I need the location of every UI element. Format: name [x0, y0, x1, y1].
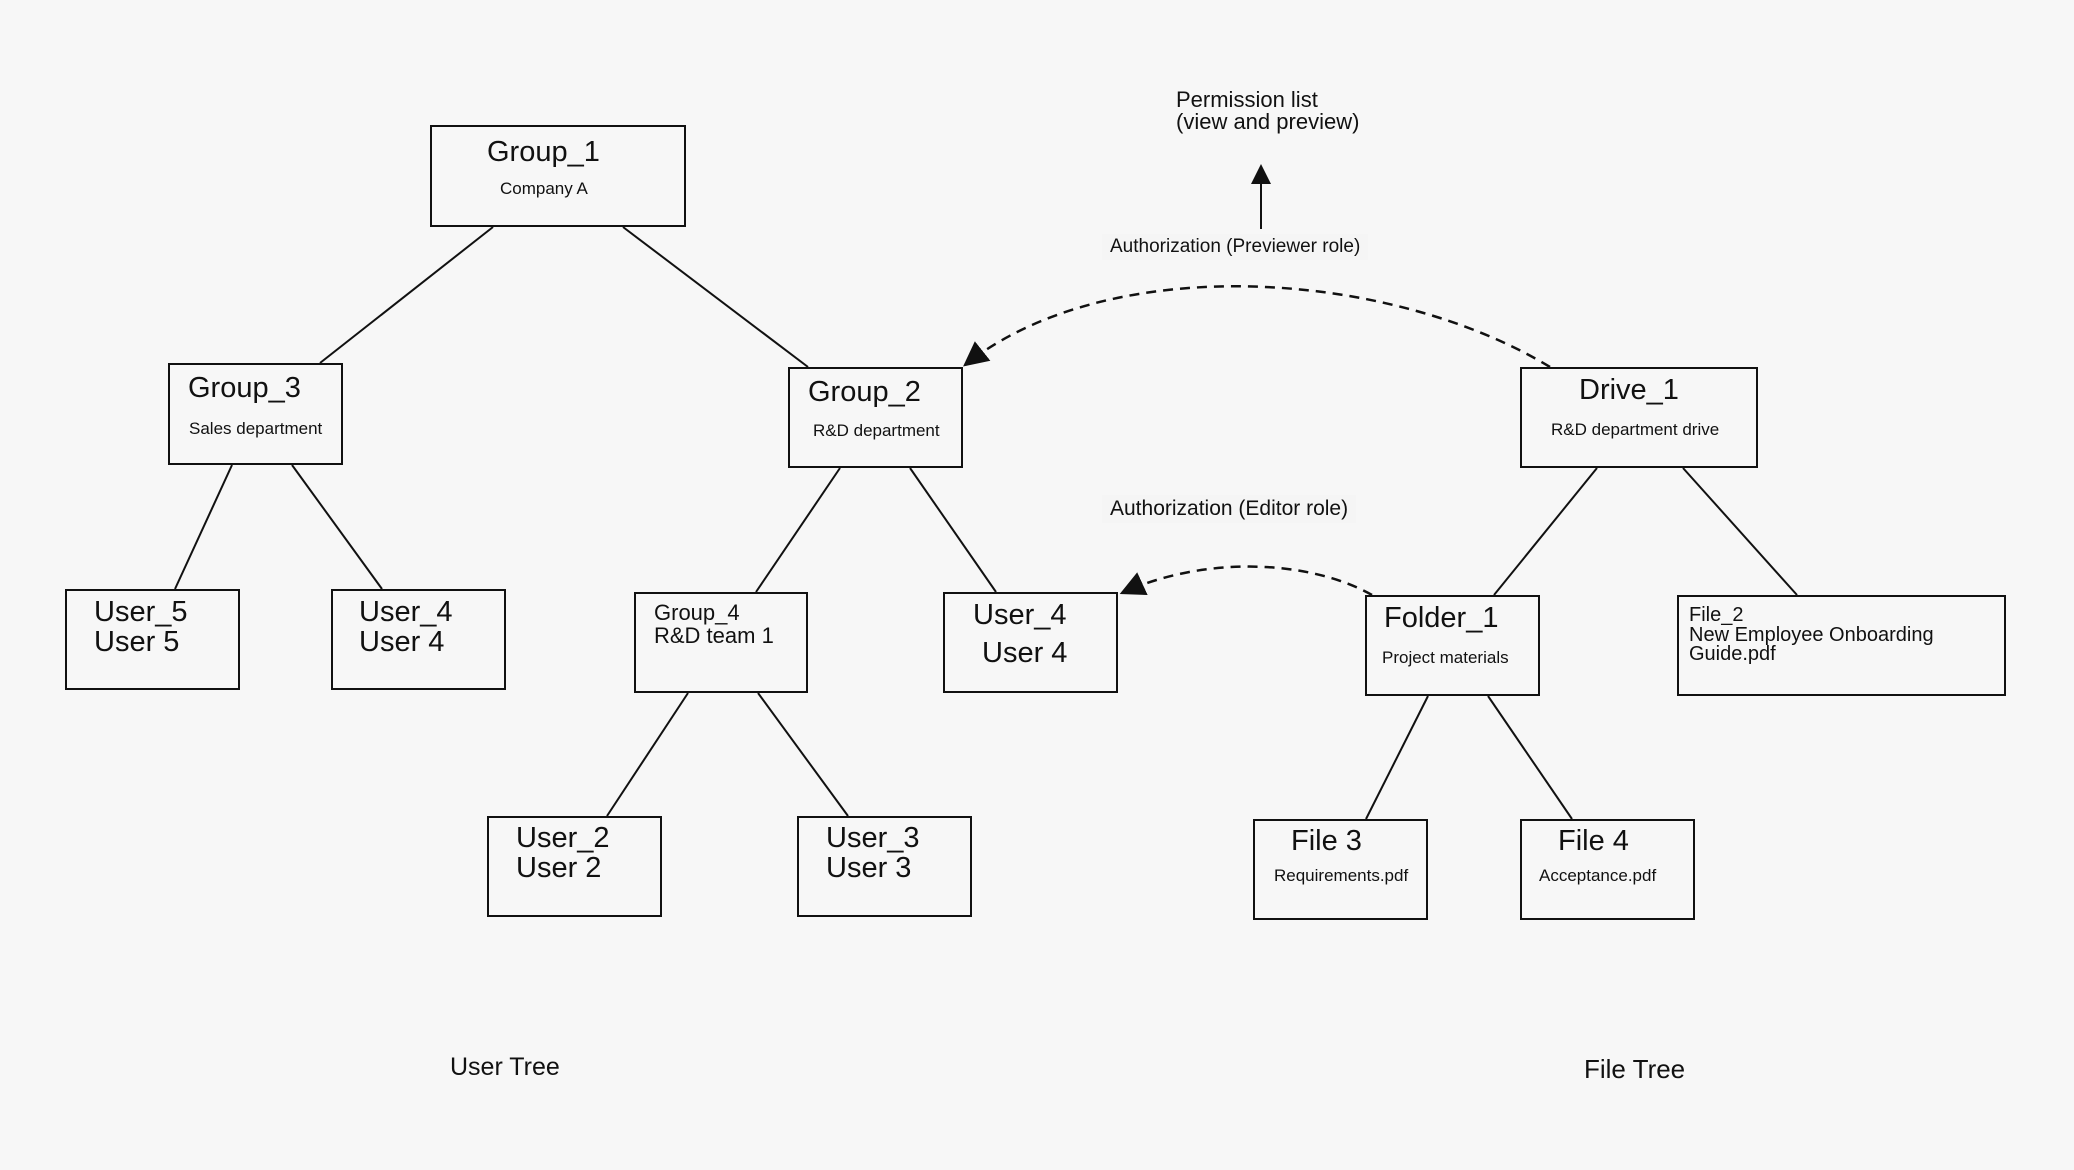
file4-subtitle: Acceptance.pdf	[1539, 866, 1657, 885]
file3-node[interactable]: File 3 Requirements.pdf	[1253, 819, 1428, 920]
file2-line3: Guide.pdf	[1689, 643, 1776, 665]
folder1-title: Folder_1	[1384, 602, 1499, 634]
user5-line2: User 5	[94, 626, 180, 658]
edge-folder1-file3	[1365, 695, 1429, 820]
group4-line2: R&D team 1	[654, 623, 774, 648]
permission-list-line2: (view and preview)	[1176, 109, 1360, 134]
user2-line2: User 2	[516, 852, 602, 884]
group2-title: Group_2	[808, 376, 921, 408]
group1-node[interactable]: Group_1 Company A	[430, 125, 686, 227]
user3-line2: User 3	[826, 852, 912, 884]
file-tree-caption: File Tree	[1584, 1054, 1686, 1084]
previewer-authorization-arrow	[963, 285, 1551, 369]
folder1-subtitle: Project materials	[1382, 648, 1509, 667]
group4-node[interactable]: Group_4 R&D team 1	[634, 592, 808, 693]
user4-right-node[interactable]: User_4 User 4	[943, 592, 1118, 693]
group3-subtitle: Sales department	[189, 419, 323, 438]
file4-title: File 4	[1558, 825, 1629, 857]
permission-list-label: Permission list (view and preview)	[1168, 87, 1367, 135]
edge-folder1-file4	[1487, 695, 1573, 820]
group4-line1: Group_4	[654, 600, 740, 625]
user5-line1: User_5	[94, 596, 188, 628]
file2-line1: File_2	[1689, 604, 1744, 626]
user5-node[interactable]: User_5 User 5	[65, 589, 240, 690]
user4-left-node[interactable]: User_4 User 4	[331, 589, 506, 690]
file4-node[interactable]: File 4 Acceptance.pdf	[1520, 819, 1695, 920]
user4-right-line1: User_4	[973, 599, 1067, 631]
drive1-title: Drive_1	[1579, 374, 1679, 406]
user2-line1: User_2	[516, 822, 610, 854]
group2-node[interactable]: Group_2 R&D department	[788, 367, 963, 468]
user2-node[interactable]: User_2 User 2	[487, 816, 662, 917]
drive1-node[interactable]: Drive_1 R&D department drive	[1520, 367, 1758, 468]
file3-title: File 3	[1291, 825, 1362, 857]
editor-role-label: Authorization (Editor role)	[1102, 495, 1357, 523]
user-tree-caption: User Tree	[450, 1053, 560, 1081]
drive1-subtitle: R&D department drive	[1551, 420, 1720, 439]
group1-title: Group_1	[487, 136, 600, 168]
group1-subtitle: Company A	[500, 179, 588, 198]
user3-node[interactable]: User_3 User 3	[797, 816, 972, 917]
edge-drive1-folder1	[1493, 467, 1598, 596]
editor-authorization-arrow	[1119, 565, 1373, 597]
edge-group1-group3	[319, 226, 494, 364]
folder1-node[interactable]: Folder_1 Project materials	[1365, 595, 1540, 696]
user4-left-line1: User_4	[359, 596, 453, 628]
edge-drive1-file2	[1682, 467, 1798, 596]
edge-group3-user5	[174, 464, 233, 590]
edge-group2-group4	[755, 467, 841, 593]
edge-group4-user2	[606, 692, 689, 817]
file3-subtitle: Requirements.pdf	[1274, 866, 1409, 885]
group3-node[interactable]: Group_3 Sales department	[168, 363, 343, 465]
user4-right-line2: User 4	[982, 637, 1068, 669]
group2-subtitle: R&D department	[813, 421, 940, 440]
edge-group2-user4-right	[909, 467, 997, 593]
user3-line1: User_3	[826, 822, 920, 854]
group3-title: Group_3	[188, 372, 301, 404]
permission-list-line1: Permission list	[1176, 87, 1318, 112]
previewer-role-label: Authorization (Previewer role)	[1102, 234, 1369, 260]
file2-line2: New Employee Onboarding	[1689, 624, 1934, 646]
edge-group3-user4-left	[291, 464, 383, 590]
file2-node[interactable]: File_2 New Employee Onboarding Guide.pdf	[1677, 595, 2006, 696]
user4-left-line2: User 4	[359, 626, 445, 658]
edge-group4-user3	[757, 692, 849, 817]
edge-group1-group2	[622, 226, 809, 368]
